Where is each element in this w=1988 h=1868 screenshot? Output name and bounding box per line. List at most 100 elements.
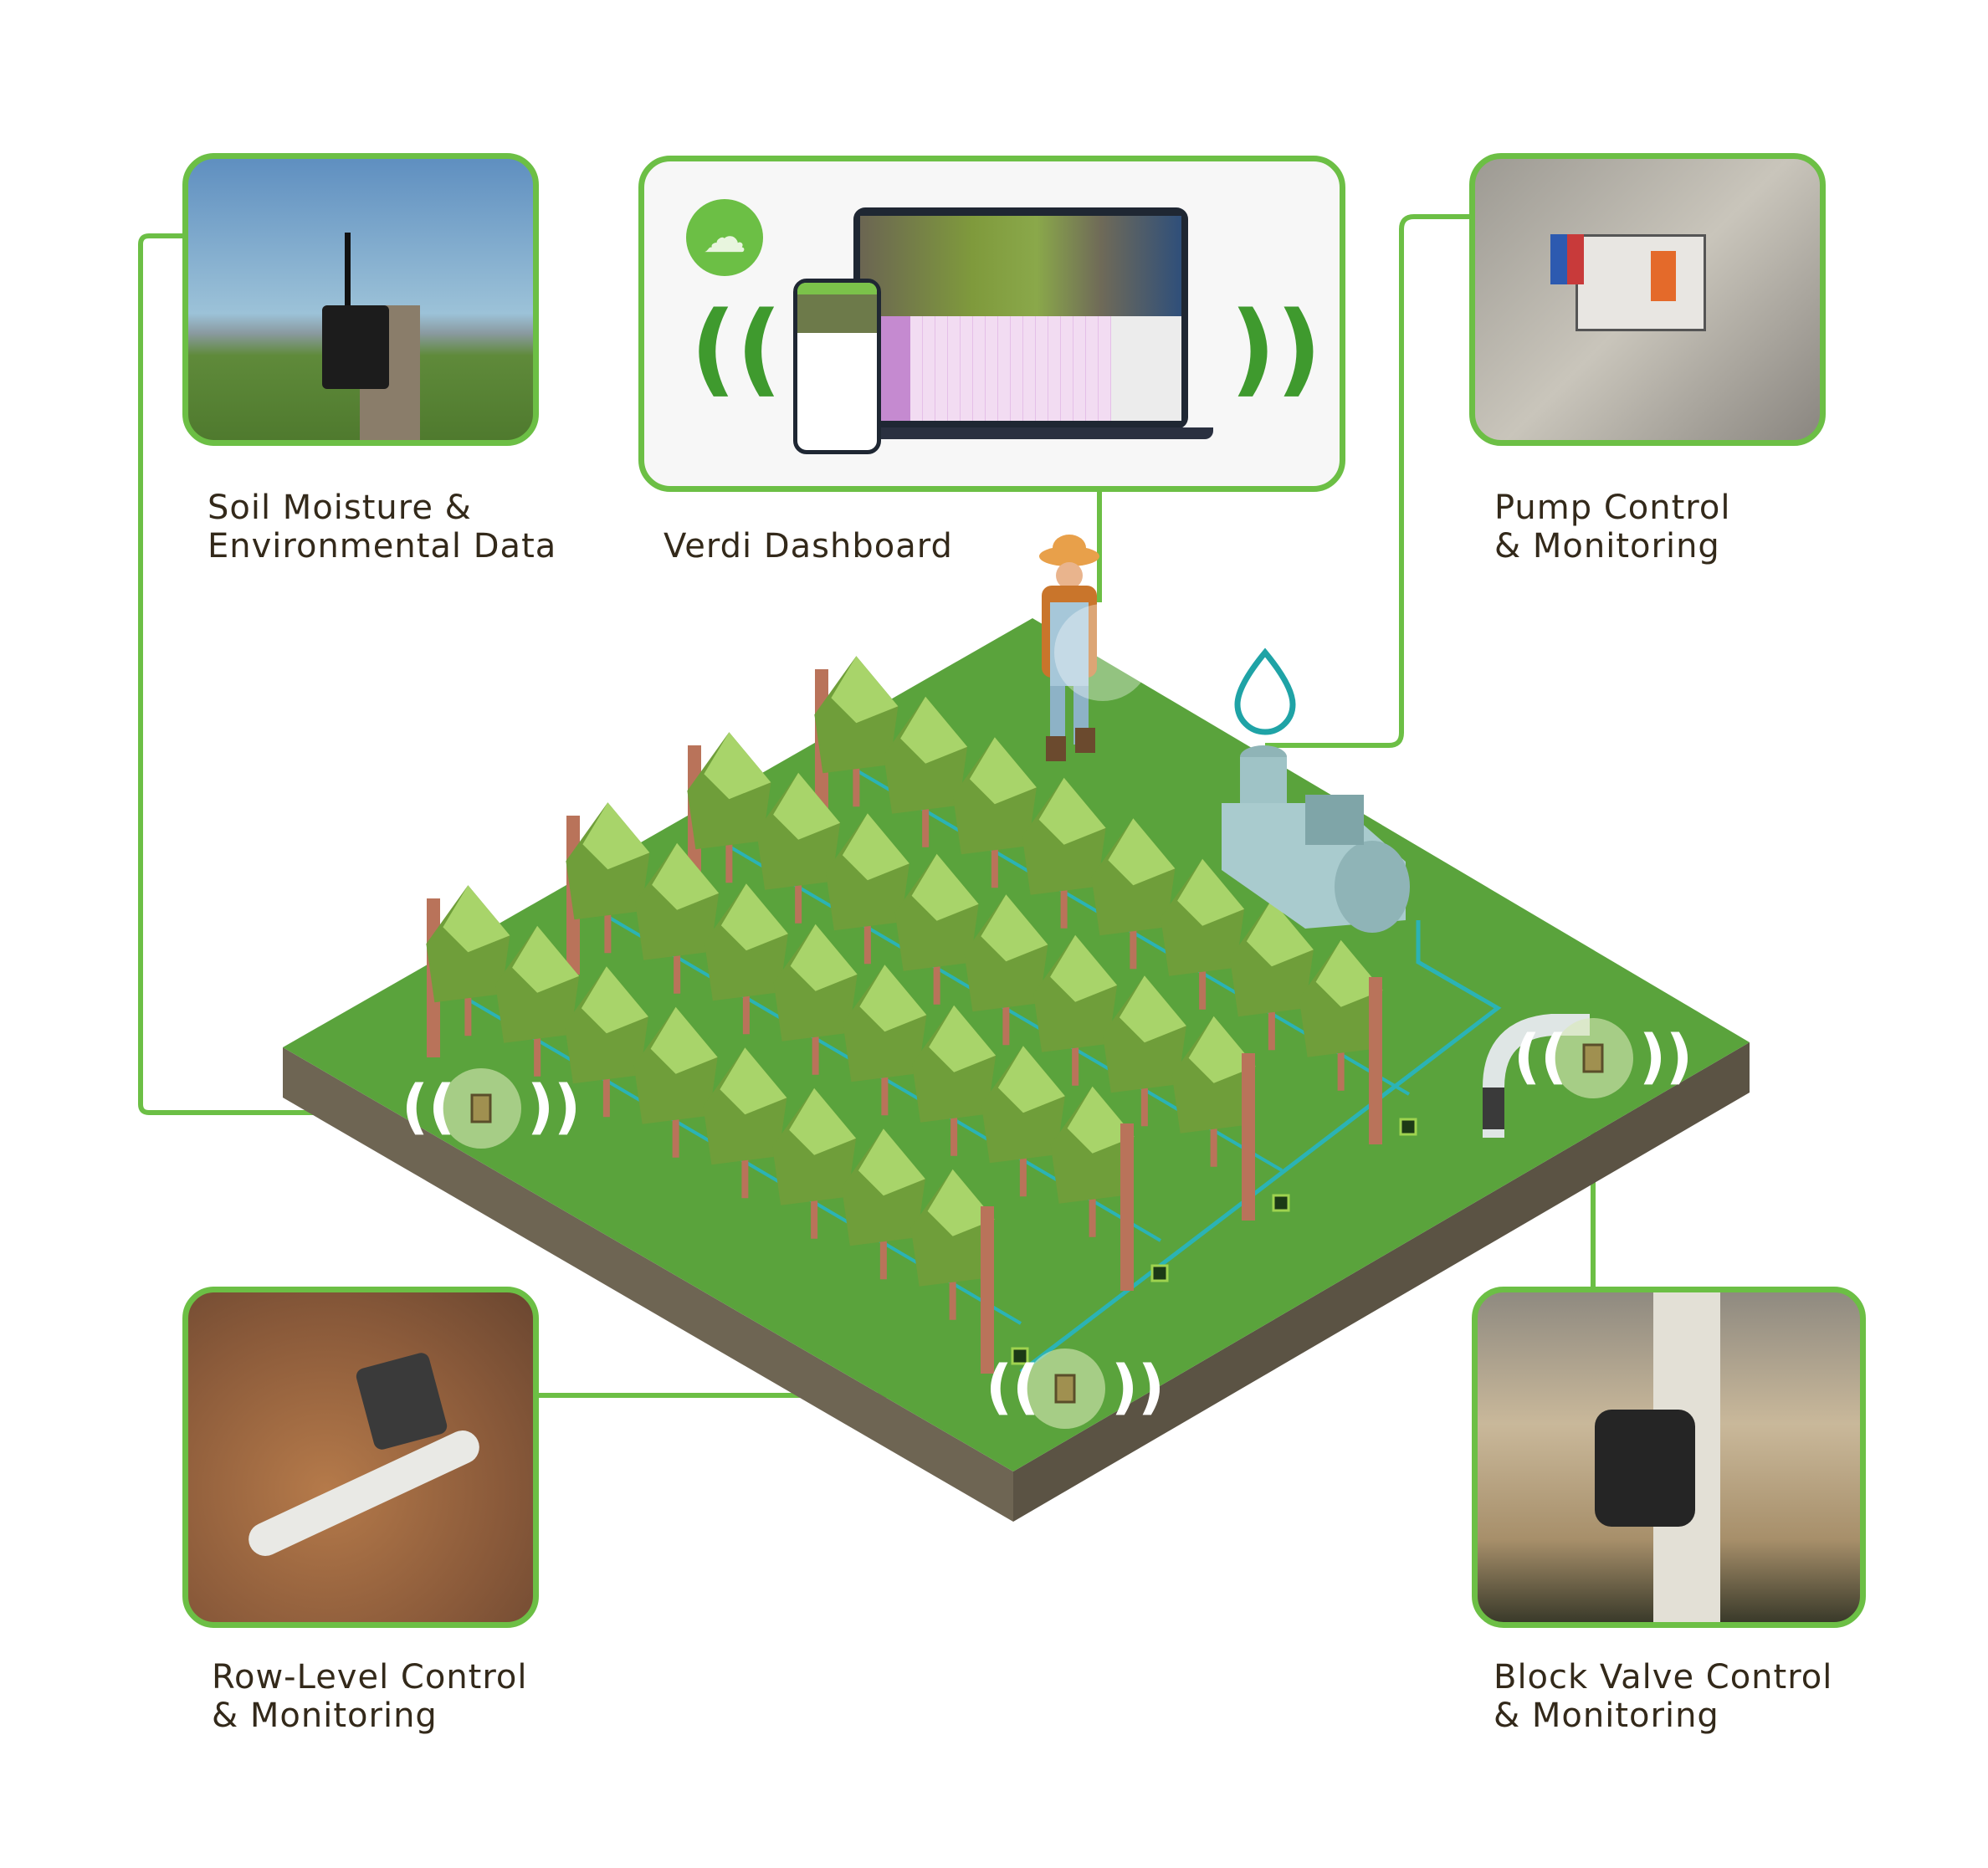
vine-canopy-highlight <box>704 732 771 800</box>
map-view <box>860 216 1181 316</box>
vine-trunk <box>1268 1008 1275 1051</box>
pump-label: Pump Control & Monitoring <box>1494 489 1730 566</box>
vine-trunk <box>1060 886 1068 929</box>
row-post <box>1369 977 1382 1144</box>
vine-canopy-highlight <box>981 894 1048 962</box>
vine-trunk <box>741 1156 749 1199</box>
row-controller-device <box>354 1351 449 1451</box>
signal-waves-right-icon: )) <box>1230 291 1322 407</box>
dashboard-label: Verdi Dashboard <box>664 527 953 566</box>
vine-trunk <box>881 1073 889 1116</box>
field-top <box>283 618 1750 1471</box>
block-valve-photo <box>1472 1287 1866 1628</box>
cloud-upload-icon: ☁ <box>686 199 763 276</box>
vine-canopy-highlight <box>1108 818 1176 886</box>
vine-canopy-highlight <box>443 885 510 953</box>
row-label-line1: Row-Level Control <box>212 1658 528 1697</box>
vine-canopy-highlight <box>927 1169 995 1236</box>
field-side-right <box>1013 1042 1750 1522</box>
vine-canopy-highlight <box>582 802 650 870</box>
vine-canopy-highlight <box>859 965 927 1032</box>
vine-canopy-highlight <box>581 966 648 1034</box>
vine-trunk <box>1337 1048 1345 1091</box>
vine-canopy-highlight <box>929 1005 997 1072</box>
vine-trunk <box>534 1034 541 1077</box>
vine-canopy-highlight <box>969 737 1037 805</box>
field-side-left <box>283 1047 1013 1522</box>
relay-orange <box>1651 251 1676 301</box>
vine-canopy-highlight <box>1067 1086 1135 1154</box>
vine-canopy-highlight <box>773 772 841 840</box>
dashboard-panel: ☁ (( )) <box>638 156 1345 492</box>
vine-canopy-highlight <box>512 925 580 993</box>
vine-canopy-highlight <box>650 1006 718 1074</box>
soil-label: Soil Moisture & Environmental Data <box>208 489 556 566</box>
sensor-antenna <box>345 233 351 308</box>
laptop-base <box>845 427 1213 439</box>
pump-connector <box>1265 214 1471 748</box>
laptop-screen <box>853 207 1188 429</box>
vine-trunk <box>1199 967 1207 1010</box>
vine-canopy-highlight <box>1119 975 1186 1043</box>
row-valve <box>1011 1347 1029 1365</box>
vine-canopy-highlight <box>1188 1016 1256 1083</box>
vine-canopy-highlight <box>652 842 720 910</box>
vine-canopy-highlight <box>1315 939 1383 1007</box>
signal-waves-right-icon: )) <box>1639 1022 1693 1091</box>
soil-sensor-photo <box>182 153 539 446</box>
vine-trunk <box>991 846 998 888</box>
soil-label-line1: Soil Moisture & <box>208 489 472 527</box>
vine-trunk <box>922 805 930 847</box>
schedule-view <box>860 316 1181 421</box>
vine-canopy-highlight <box>842 813 909 881</box>
vine-trunk <box>742 992 750 1035</box>
vine-canopy-highlight <box>911 853 979 921</box>
signal-waves-right-icon: )) <box>1111 1353 1165 1421</box>
vine-canopy-highlight <box>789 1088 857 1155</box>
row-post <box>981 1206 994 1374</box>
row-label: Row-Level Control & Monitoring <box>212 1658 528 1735</box>
vine-trunk <box>811 1196 818 1239</box>
valve-controller-device <box>1595 1410 1695 1527</box>
vine-trunk <box>853 765 860 807</box>
contactor <box>1576 234 1706 331</box>
vine-trunk <box>1019 1154 1027 1197</box>
block-valve-label: Block Valve Control & Monitoring <box>1494 1658 1832 1735</box>
vine-rows <box>426 656 1417 1374</box>
sensor-device <box>1582 1043 1604 1073</box>
signal-waves-left-icon: (( <box>986 1353 1039 1421</box>
vine-canopy-highlight <box>997 1046 1065 1113</box>
row-valve <box>1150 1264 1169 1282</box>
soil-sensor-device <box>322 305 389 389</box>
sensor-device <box>470 1093 492 1123</box>
vine-trunk <box>602 1075 610 1118</box>
vine-canopy-highlight <box>1246 899 1314 967</box>
signal-waves-left-icon: (( <box>690 291 782 407</box>
vine-canopy-highlight <box>900 696 968 764</box>
main-pipe <box>1019 920 1502 1374</box>
pump <box>1222 745 1410 933</box>
signal-waves-left-icon: (( <box>1514 1022 1567 1091</box>
vine-trunk <box>1210 1124 1217 1167</box>
vine-trunk <box>725 841 733 883</box>
soil-label-line2: Environmental Data <box>208 527 557 566</box>
vine-trunk <box>949 1277 956 1320</box>
vine-trunk <box>1130 927 1137 970</box>
vine-canopy-highlight <box>858 1128 925 1196</box>
vineyard-field <box>283 618 1750 1522</box>
soil-connector <box>138 233 385 1115</box>
row-controller-photo <box>182 1287 539 1628</box>
vine-trunk <box>1002 1003 1010 1046</box>
sensor-nodes: (())(())(()) <box>402 1018 1693 1429</box>
vine-trunk <box>674 951 681 994</box>
pump-control-photo <box>1469 153 1826 446</box>
water-drop-icon <box>1234 647 1296 735</box>
vine-trunk <box>1072 1043 1079 1086</box>
vine-canopy-highlight <box>790 924 858 991</box>
sensor-device <box>1054 1374 1076 1404</box>
phone <box>793 279 881 454</box>
vine-trunk <box>604 911 612 954</box>
farmer-signal-halo <box>1054 604 1151 701</box>
vine-canopy-highlight <box>720 883 788 951</box>
